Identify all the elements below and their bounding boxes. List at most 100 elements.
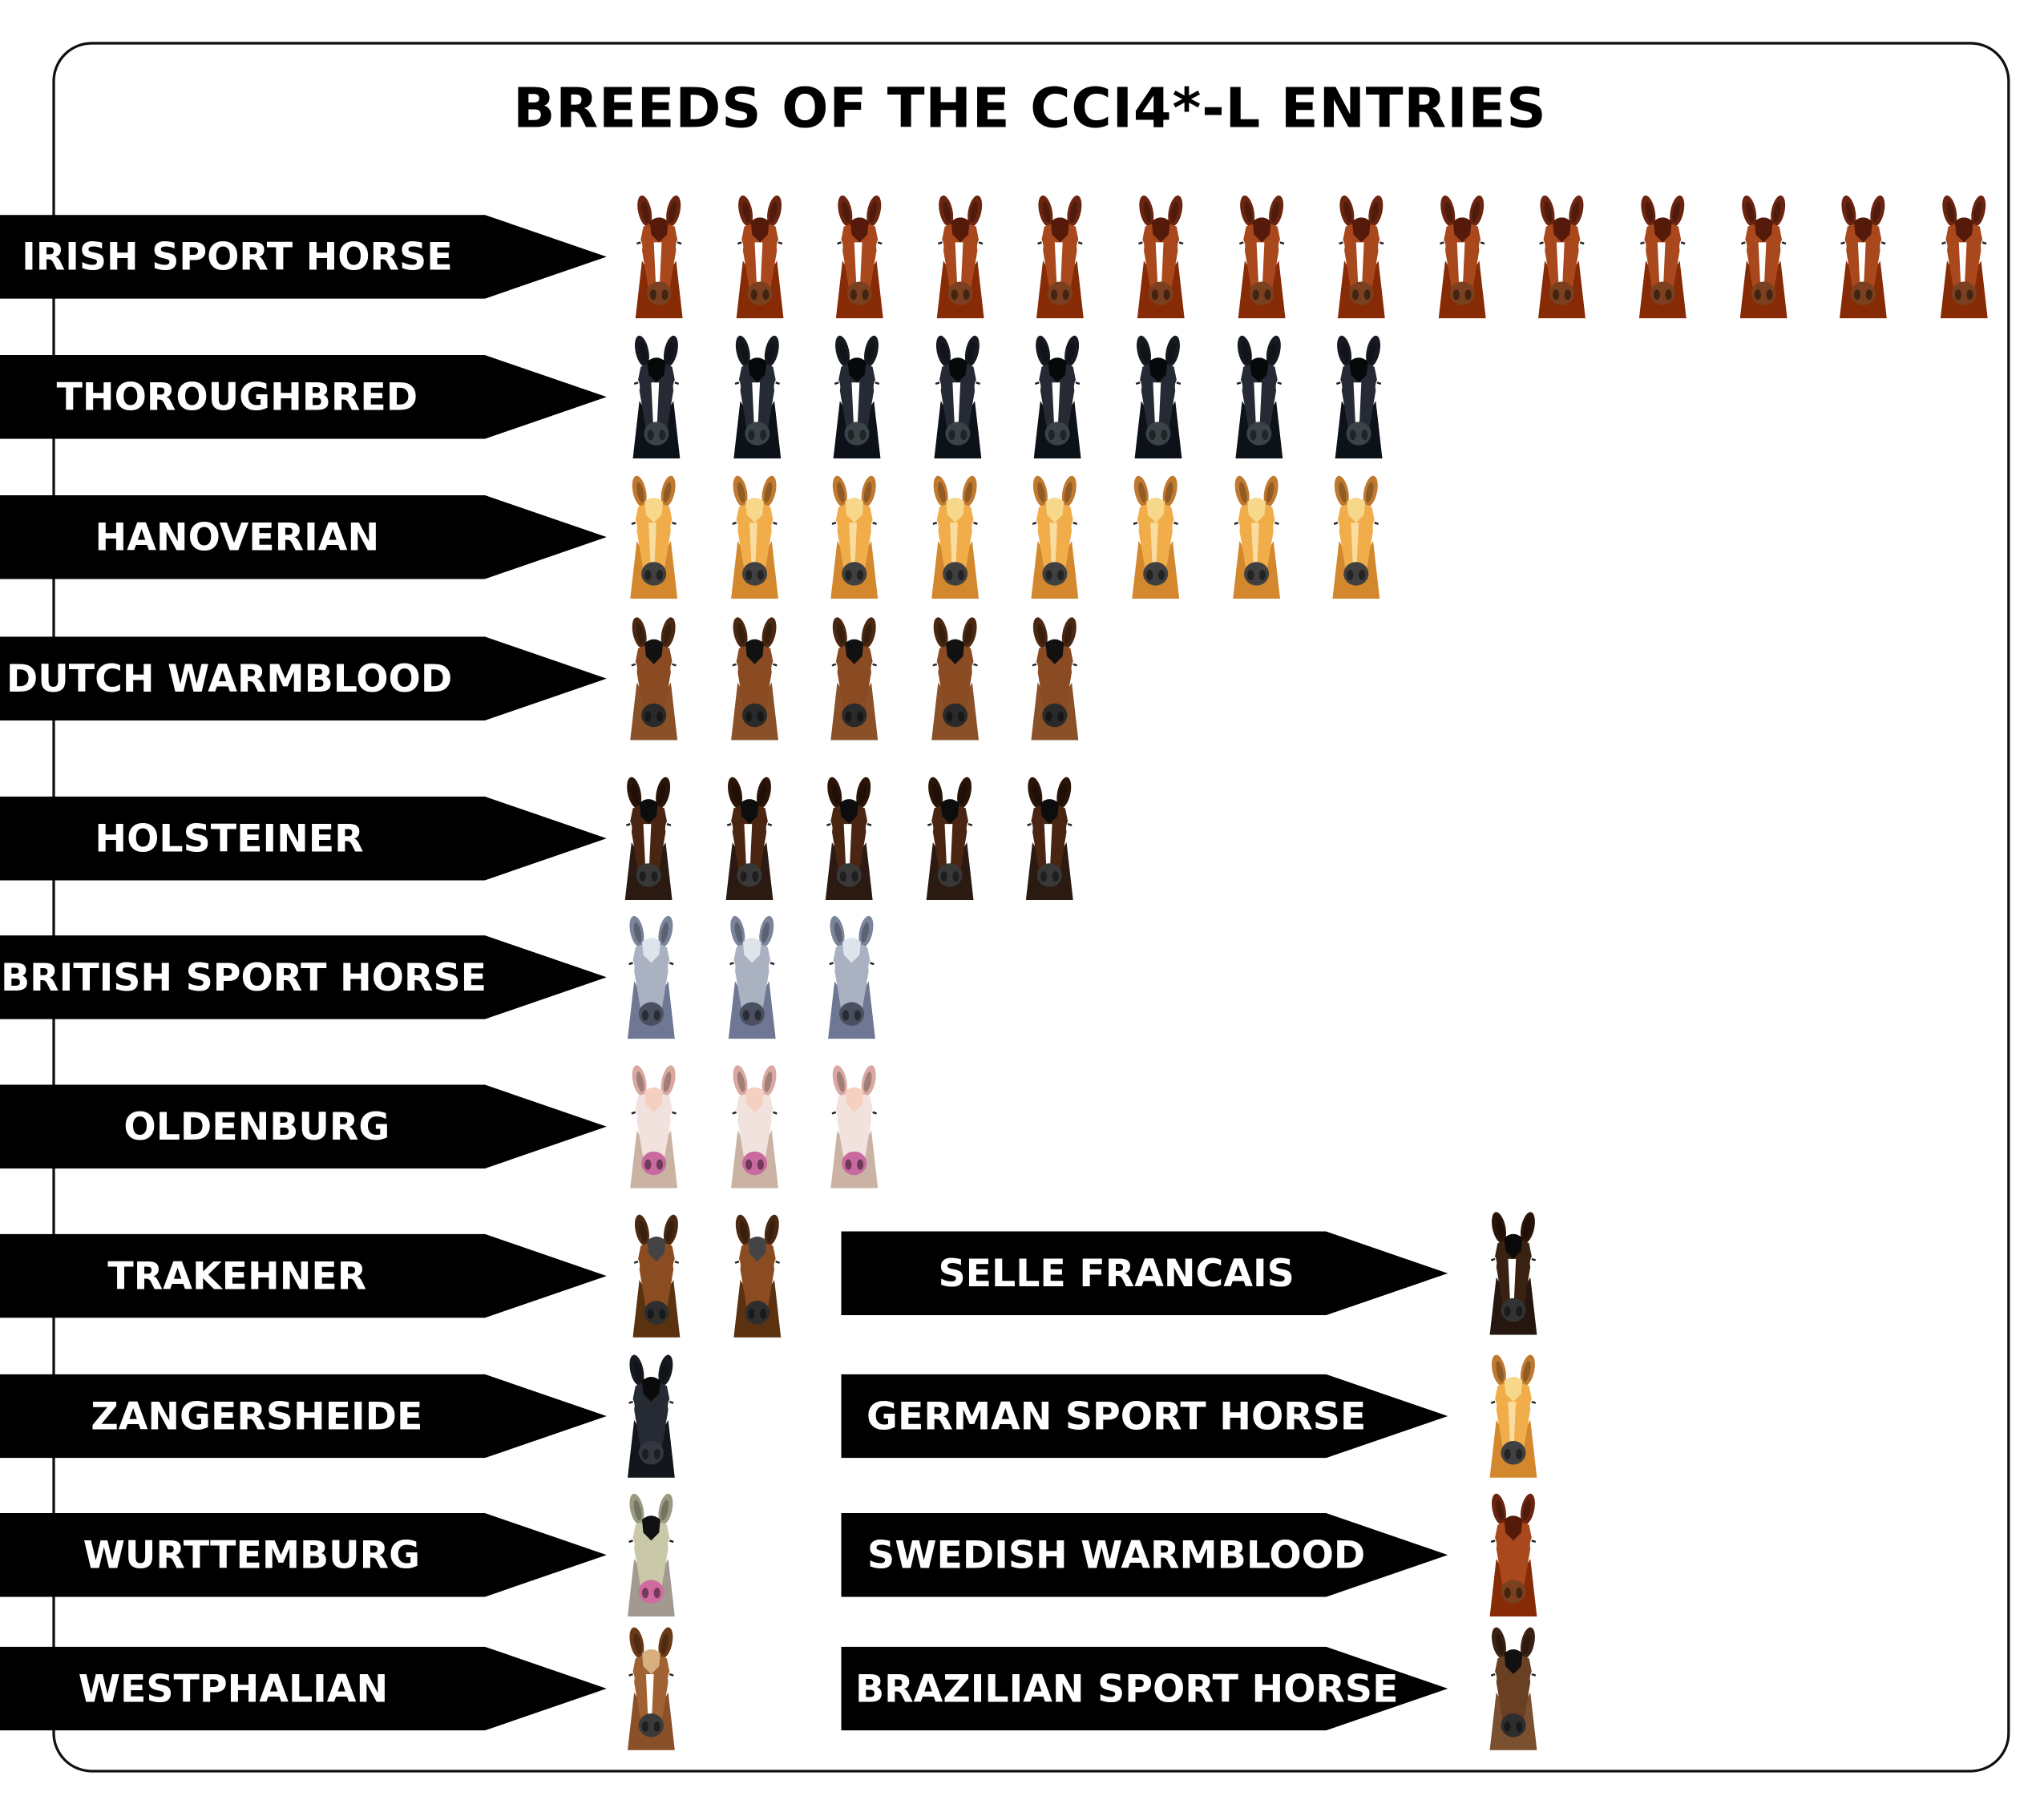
horse-icon-brazilian-sport-horse — [1486, 1624, 1541, 1750]
horse-icon-british-sport-horse — [724, 913, 779, 1039]
horse-icon-irish-sport-horse — [1234, 192, 1289, 319]
category-label-text: WESTPHALIAN — [78, 1666, 389, 1711]
horse-icon-thoroughbred — [729, 333, 785, 459]
horse-icon-hanoverian — [827, 473, 883, 599]
category-label-dutch-warmblood: DUTCH WARMBLOOD — [0, 636, 607, 721]
category-label-text: GERMAN SPORT HORSE — [866, 1394, 1367, 1439]
horse-icon-holsteiner — [621, 774, 677, 900]
horse-icon-hanoverian — [626, 473, 681, 599]
category-label-trakehner: TRAKEHNER — [0, 1233, 607, 1318]
horse-icon-thoroughbred — [1131, 333, 1186, 459]
category-label-text: DUTCH WARMBLOOD — [6, 656, 453, 701]
arrow-shape — [0, 1646, 607, 1731]
category-label-text: IRISH SPORT HORSE — [22, 234, 453, 280]
arrow-shape — [0, 215, 607, 299]
arrow-shape — [0, 1374, 607, 1459]
arrow-shape — [0, 1084, 607, 1169]
horse-icon-irish-sport-horse — [933, 192, 988, 319]
category-label-text: THOROUGHBRED — [56, 374, 418, 420]
category-label-selle-francais: SELLE FRANCAIS — [841, 1231, 1448, 1316]
horse-icon-swedish-warmblood — [1486, 1491, 1541, 1617]
category-label-text: BRITISH SPORT HORSE — [1, 954, 487, 1000]
category-label-wurttemburg: WURTTEMBURG — [0, 1512, 607, 1597]
horse-icon-selle-francais — [1486, 1209, 1541, 1335]
horse-icon-holsteiner — [1023, 774, 1078, 900]
category-label-thoroughbred: THOROUGHBRED — [0, 354, 607, 439]
horse-icon-british-sport-horse — [624, 913, 679, 1039]
horse-icon-thoroughbred — [1231, 333, 1287, 459]
category-label-text: HANOVERIAN — [95, 515, 380, 559]
category-label-text: BRAZILIAN SPORT HORSE — [855, 1666, 1399, 1711]
horse-icon-hanoverian — [1128, 473, 1183, 599]
horse-icon-holsteiner — [721, 774, 777, 900]
horse-icon-irish-sport-horse — [1334, 192, 1389, 319]
horse-icon-thoroughbred — [1331, 333, 1387, 459]
horse-icon-irish-sport-horse — [632, 192, 687, 319]
category-label-text: SELLE FRANCAIS — [938, 1251, 1295, 1296]
horse-icon-hanoverian — [1329, 473, 1384, 599]
horse-icon-thoroughbred — [830, 333, 885, 459]
horse-icon-thoroughbred — [930, 333, 985, 459]
horse-icon-irish-sport-horse — [1133, 192, 1189, 319]
horse-icon-westphalian — [624, 1624, 679, 1750]
arrow-shape — [841, 1374, 1448, 1459]
category-label-text: ZANGERSHEIDE — [91, 1394, 423, 1439]
category-label-oldenburg: OLDENBURG — [0, 1084, 607, 1169]
horse-icon-thoroughbred — [629, 333, 685, 459]
arrow-shape — [0, 354, 607, 439]
horse-icon-irish-sport-horse — [732, 192, 787, 319]
arrow-shape — [841, 1646, 1448, 1731]
arrow-shape — [0, 796, 607, 881]
horse-icon-trakehner — [729, 1212, 785, 1338]
category-label-german-sport-horse: GERMAN SPORT HORSE — [841, 1374, 1448, 1459]
category-label-irish-sport-horse: IRISH SPORT HORSE — [0, 215, 607, 299]
category-label-westphalian: WESTPHALIAN — [0, 1646, 607, 1731]
horse-icon-irish-sport-horse — [1033, 192, 1089, 319]
category-label-british-sport-horse: BRITISH SPORT HORSE — [0, 935, 607, 1019]
horse-icon-irish-sport-horse — [1635, 192, 1691, 319]
horse-icon-german-sport-horse — [1486, 1352, 1541, 1478]
chart-frame — [52, 42, 2010, 1773]
arrow-shape — [0, 636, 607, 721]
horse-icon-hanoverian — [1028, 473, 1083, 599]
horse-icon-hanoverian — [927, 473, 983, 599]
horse-icon-irish-sport-horse — [1937, 192, 1992, 319]
horse-icon-dutch-warmblood — [827, 615, 883, 741]
horse-icon-dutch-warmblood — [626, 615, 681, 741]
horse-icon-hanoverian — [1229, 473, 1284, 599]
horse-icon-irish-sport-horse — [1535, 192, 1590, 319]
arrow-shape — [841, 1231, 1448, 1316]
arrow-shape — [0, 1512, 607, 1597]
category-label-brazilian-sport-horse: BRAZILIAN SPORT HORSE — [841, 1646, 1448, 1731]
category-label-text: SWEDISH WARMBLOOD — [867, 1532, 1366, 1578]
horse-icon-irish-sport-horse — [1735, 192, 1791, 319]
category-label-holsteiner: HOLSTEINER — [0, 796, 607, 881]
horse-icon-hanoverian — [727, 473, 782, 599]
horse-icon-oldenburg — [827, 1063, 883, 1189]
horse-icon-thoroughbred — [1030, 333, 1085, 459]
horse-icon-british-sport-horse — [824, 913, 879, 1039]
horse-icon-holsteiner — [822, 774, 877, 900]
chart-title: BREEDS OF THE CCI4*-L ENTRIES — [513, 75, 1547, 140]
horse-icon-oldenburg — [727, 1063, 782, 1189]
category-label-text: WURTTEMBURG — [83, 1532, 421, 1578]
horse-icon-dutch-warmblood — [927, 615, 983, 741]
category-label-swedish-warmblood: SWEDISH WARMBLOOD — [841, 1512, 1448, 1597]
horse-icon-dutch-warmblood — [727, 615, 782, 741]
horse-icon-irish-sport-horse — [1435, 192, 1490, 319]
arrow-shape — [0, 1233, 607, 1318]
category-label-text: TRAKEHNER — [107, 1253, 367, 1298]
horse-icon-zangersheide — [624, 1352, 679, 1478]
horse-icon-irish-sport-horse — [832, 192, 887, 319]
arrow-shape — [0, 935, 607, 1019]
horse-icon-irish-sport-horse — [1836, 192, 1891, 319]
horse-icon-wurttemburg — [624, 1491, 679, 1617]
category-label-text: OLDENBURG — [123, 1104, 390, 1149]
category-label-hanoverian: HANOVERIAN — [0, 494, 607, 579]
arrow-shape — [0, 494, 607, 579]
category-label-zangersheide: ZANGERSHEIDE — [0, 1374, 607, 1459]
horse-icon-trakehner — [629, 1212, 685, 1338]
horse-icon-dutch-warmblood — [1028, 615, 1083, 741]
category-label-text: HOLSTEINER — [95, 816, 364, 861]
